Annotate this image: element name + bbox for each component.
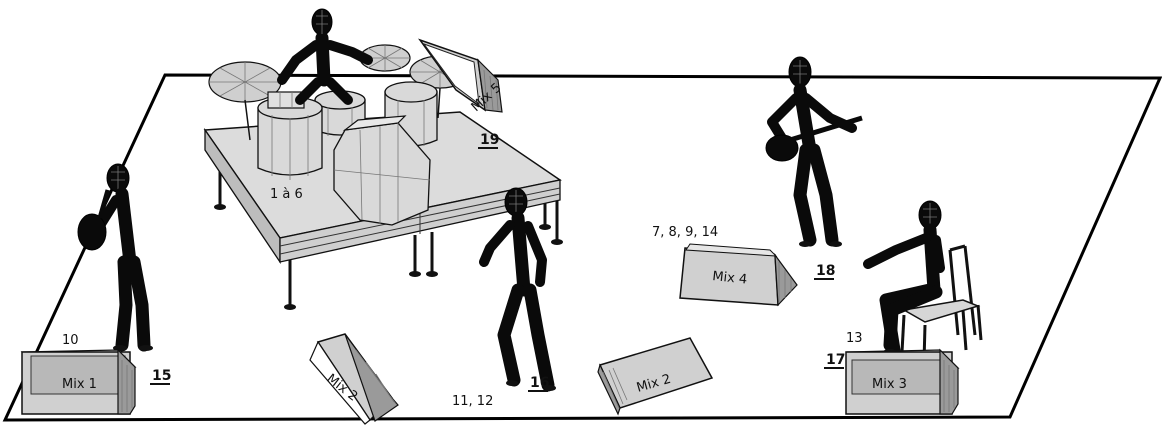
- stage-front-channels-label: 11, 12: [452, 394, 493, 409]
- monitor-mix4: Mix 4: [679, 243, 798, 307]
- position-15: 15: [150, 368, 171, 385]
- mix1-channel-label: 10: [62, 333, 79, 348]
- bass-drum: [333, 115, 431, 226]
- monitor-mix1: Mix 1: [20, 348, 137, 415]
- monitor-mix5: Mix 5: [418, 38, 505, 115]
- mix1-label: Mix 1: [62, 377, 97, 392]
- position-17: 17: [824, 352, 845, 369]
- position-19: 19: [478, 132, 499, 149]
- monitor-mix3: Mix 3: [845, 348, 960, 415]
- drum-kit: [208, 8, 471, 226]
- position-16: 16: [528, 375, 549, 392]
- mix3-label: Mix 3: [872, 377, 907, 392]
- keys-channels-label: 7, 8, 9, 14: [652, 225, 718, 240]
- cymbal-left: [208, 61, 282, 141]
- position-18: 18: [814, 263, 835, 280]
- mix3-channel-label: 13: [846, 331, 863, 346]
- drummer-figure: [277, 8, 373, 105]
- center-player-figure: [479, 187, 556, 392]
- left-player-figure: [77, 163, 153, 352]
- svg-text:17: 17: [826, 352, 845, 368]
- svg-text:15: 15: [152, 368, 171, 384]
- stage-floor: [2, 73, 1162, 422]
- svg-text:16: 16: [530, 375, 549, 391]
- seated-player-with-chair: [863, 200, 983, 363]
- drums-channels-label: 1 à 6: [270, 187, 303, 202]
- guitarist-figure: [765, 56, 863, 247]
- mix4-label: Mix 4: [712, 269, 748, 288]
- floor-tom-left: [257, 96, 323, 180]
- svg-text:19: 19: [480, 132, 499, 148]
- monitor-mix2-right: Mix 2: [597, 337, 714, 416]
- svg-text:18: 18: [816, 263, 835, 279]
